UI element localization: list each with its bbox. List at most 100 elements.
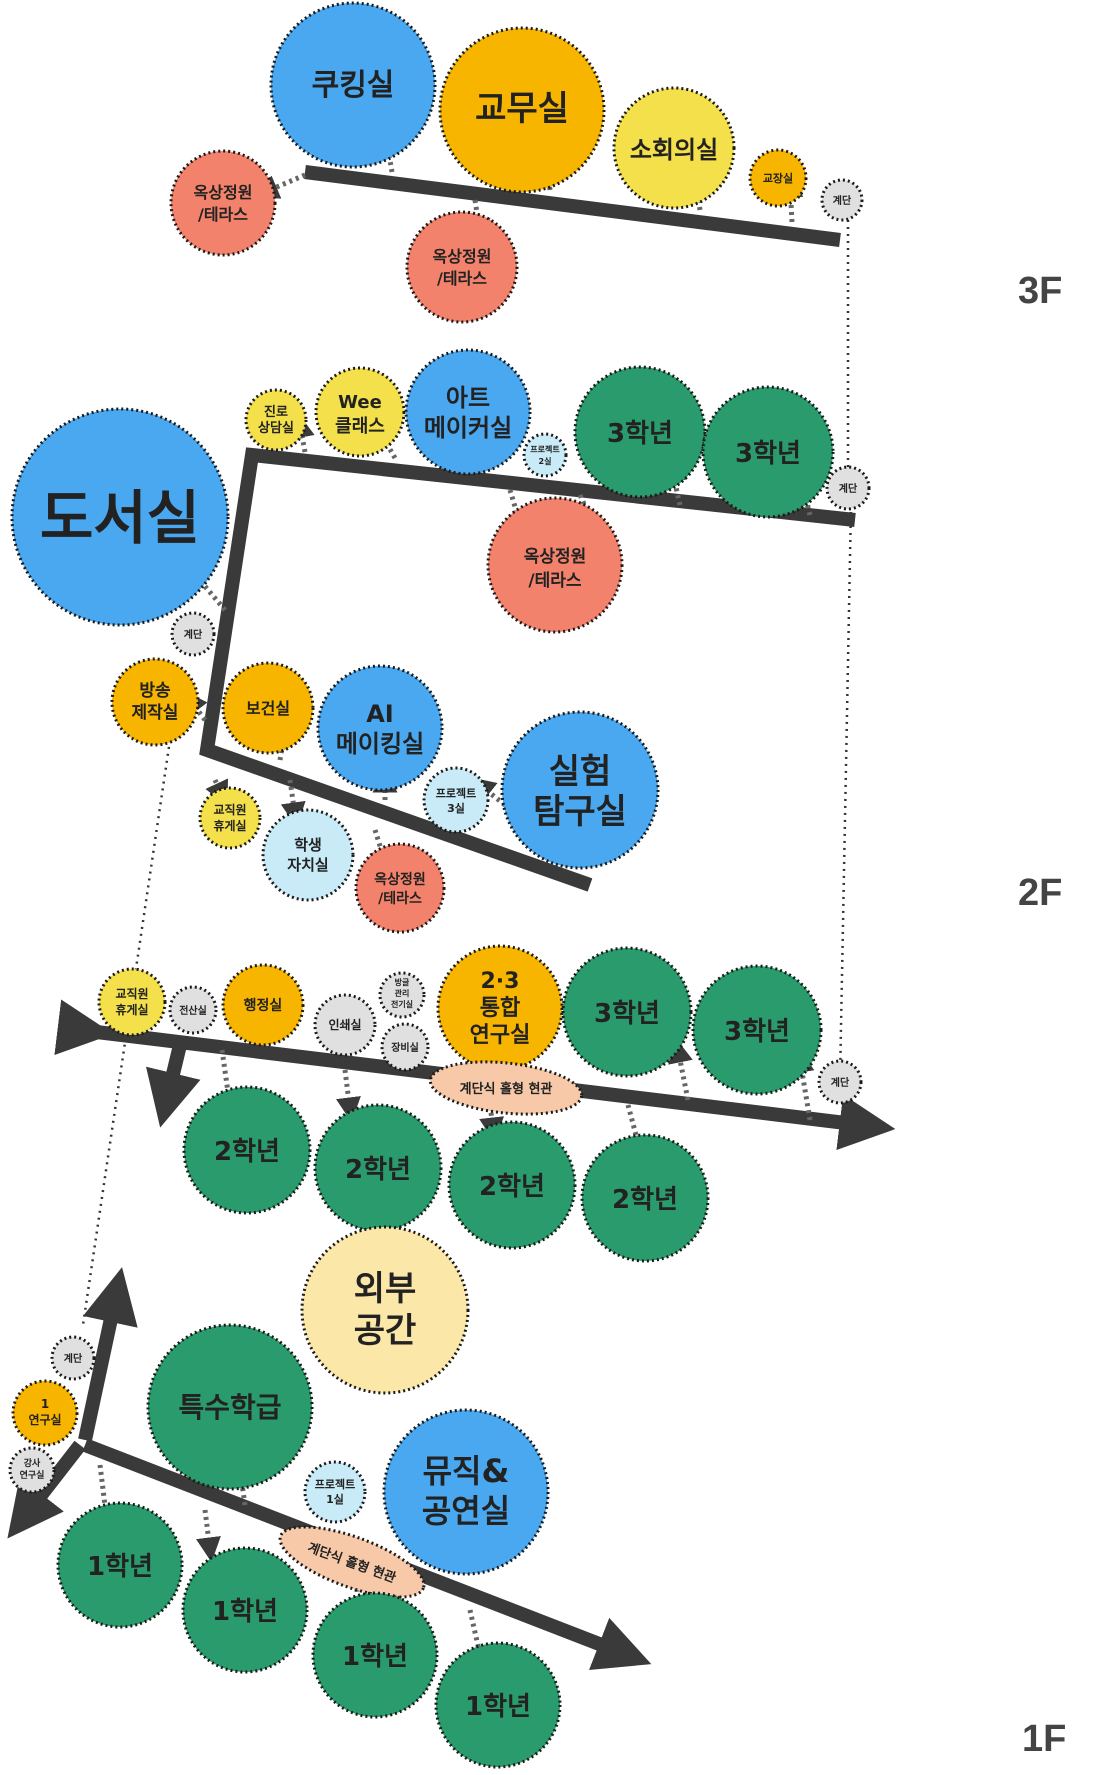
room-wee: Wee 클래스 — [314, 366, 406, 458]
label-broadcast-2: 제작실 — [132, 703, 179, 723]
room-project2: 프로젝트 2실 — [522, 432, 568, 478]
label-small-meeting: 소회의실 — [630, 136, 718, 164]
bubble-research1 — [11, 1379, 79, 1447]
label-lecturer-1: 강사 — [24, 1457, 41, 1469]
bubble-stairs-3f — [820, 178, 864, 222]
bubble-terrace-3f-center — [405, 210, 519, 324]
label-staff-room: 교무실 — [475, 89, 569, 129]
label-grade3-2f-a: 3학년 — [607, 419, 673, 449]
room-stairs-2f-left: 계단 — [170, 611, 216, 657]
bubble-grade3-1f-b — [691, 964, 823, 1096]
room-grade1-c: 1학년 — [311, 1591, 439, 1719]
label-stairs-3f: 계단 — [833, 194, 852, 207]
label-stairs-2f-left: 계단 — [184, 628, 203, 641]
stair-line-2f-1f-right — [838, 504, 853, 1081]
label-grade2-b: 2학년 — [345, 1155, 411, 1185]
room-equipment: 장비실 — [380, 1022, 430, 1072]
label-terrace-2f-2: /테라스 — [528, 571, 581, 591]
label-grade1-a: 1학년 — [87, 1552, 153, 1582]
room-joint-lab: 2·3 통합 연구실 — [436, 944, 564, 1072]
label-career-1: 진로 — [264, 404, 288, 420]
bubble-grade2-c — [447, 1120, 577, 1250]
room-cooking: 쿠킹실 — [269, 1, 437, 169]
label-project1-1: 프로젝트 — [315, 1477, 355, 1491]
bubble-grade1-c — [311, 1591, 439, 1719]
label-lab-1: 실험 — [549, 752, 612, 792]
bubble-terrace-2f — [486, 496, 624, 634]
bubble-stairs-2f-right — [825, 465, 871, 511]
label-research1-2: 연구실 — [28, 1412, 61, 1427]
label-project3-1: 프로젝트 — [436, 786, 476, 800]
room-project1: 프로젝트 1실 — [303, 1460, 367, 1524]
label-project2-2: 2실 — [539, 456, 552, 466]
bubble-grade1-b — [181, 1546, 309, 1674]
floor-label-1f: 1F — [1022, 1718, 1067, 1760]
label-wee-1: Wee — [338, 392, 382, 413]
room-grade3-2f-a: 3학년 — [573, 365, 707, 499]
bubble-staff — [438, 26, 606, 194]
bubble-meeting — [612, 86, 736, 210]
bubble-joint-lab — [436, 944, 564, 1072]
bubble-special-class — [146, 1323, 314, 1491]
label-lab-2: 탐구실 — [533, 792, 627, 832]
arrow-to-student-council — [280, 779, 306, 828]
room-computing: 전산실 — [168, 985, 218, 1035]
label-principal: 교장실 — [763, 171, 793, 185]
room-outdoor: 외부 공간 — [300, 1225, 470, 1395]
room-terrace-2f-lower: 옥상정원 /테라스 — [354, 842, 446, 934]
label-research1-1: 1 — [41, 1397, 49, 1411]
label-ai-1: AI — [366, 700, 394, 728]
label-music-2: 공연실 — [422, 1492, 510, 1530]
bubble-ai — [316, 664, 444, 792]
room-grade2-c: 2학년 — [447, 1120, 577, 1250]
room-meeting: 소회의실 — [612, 86, 736, 210]
label-joint-lab-1: 2·3 — [481, 969, 520, 994]
bubble-grade2-a — [182, 1085, 312, 1215]
label-health: 보건실 — [246, 699, 290, 718]
label-grade1-c: 1학년 — [342, 1642, 408, 1672]
corridor-2f-upper — [199, 447, 856, 892]
bubble-project2 — [522, 432, 568, 478]
bubble-lecturer — [8, 1446, 56, 1494]
room-staff-lounge-1f: 교직원 휴게실 — [97, 967, 167, 1037]
bubble-project3 — [422, 766, 490, 834]
room-terrace-3f-left: 옥상정원 /테라스 — [169, 149, 277, 257]
floor-label-3f: 3F — [1018, 270, 1063, 312]
bubble-entrance-lower — [278, 1525, 426, 1599]
corridor-3f — [304, 165, 841, 247]
room-special-class: 특수학급 — [146, 1323, 314, 1491]
label-library: 도서실 — [40, 484, 200, 552]
room-stairs-3f: 계단 — [820, 178, 864, 222]
room-student-council: 학생 자치실 — [261, 808, 355, 902]
room-grade2-d: 2학년 — [580, 1133, 710, 1263]
label-grade1-b: 1학년 — [212, 1597, 278, 1627]
bubble-entrance-upper — [428, 1060, 584, 1116]
label-stairs-1f-right: 계단 — [831, 1076, 850, 1089]
floor-label-2f: 2F — [1018, 872, 1063, 914]
bubble-grade1-d — [434, 1641, 562, 1769]
label-computing: 전산실 — [179, 1004, 207, 1017]
label-grade2-c: 2학년 — [479, 1172, 545, 1202]
bubble-wee — [314, 366, 406, 458]
bubble-facility — [378, 971, 426, 1019]
room-lab: 실험 탐구실 — [500, 710, 660, 870]
bubble-grade3-2f-b — [701, 385, 835, 519]
label-grade2-a: 2학년 — [214, 1137, 280, 1167]
label-special-class: 특수학급 — [178, 1391, 281, 1424]
room-terrace-3f-center: 옥상정원 /테라스 — [405, 210, 519, 324]
bubble-terrace-3f-left — [169, 149, 277, 257]
bubble-lab — [500, 710, 660, 870]
label-outdoor-1: 외부 — [354, 1269, 417, 1309]
bubble-grade3-1f-a — [561, 946, 693, 1078]
arrow-to-grade3-c — [668, 1037, 693, 1101]
room-lecturer: 강사 연구실 — [8, 1446, 56, 1494]
label-admin: 행정실 — [244, 997, 283, 1014]
arrow-to-terrace-2f-lower — [369, 829, 394, 874]
arrow-to-grade2-d — [624, 1104, 649, 1163]
label-cooking: 쿠킹실 — [312, 68, 395, 103]
label-grade3-2f-b: 3학년 — [735, 439, 801, 469]
room-stairs-1f-right: 계단 — [817, 1059, 863, 1105]
label-terrace-3f-center-1: 옥상정원 — [433, 247, 492, 266]
room-music: 뮤직& 공연실 — [382, 1408, 550, 1576]
label-staff-lounge-2f-1: 교직원 — [213, 802, 246, 817]
